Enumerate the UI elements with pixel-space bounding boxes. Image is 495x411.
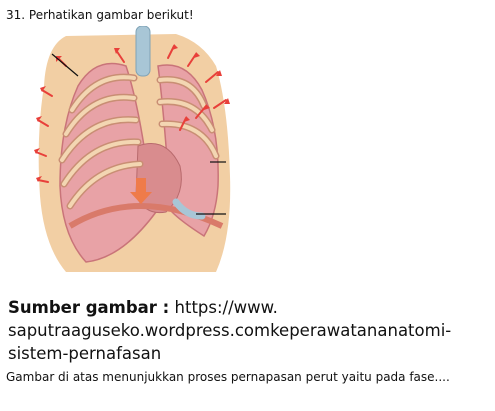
source-label: Sumber gambar : <box>8 298 170 317</box>
question-heading: 31. Perhatikan gambar berikut! <box>6 8 194 22</box>
expansion-arrow-heads <box>34 44 230 182</box>
label-pointer-lines <box>51 53 226 215</box>
ribs-right-fill <box>158 77 218 158</box>
ribs-left-fill <box>60 75 142 208</box>
thorax-diagram <box>34 26 231 272</box>
diaphragm-down-arrow <box>130 178 152 204</box>
respiration-illustration <box>26 26 238 276</box>
trachea <box>135 26 151 77</box>
source-url: https://www.​saputraaguseko.wordpress.co… <box>8 298 452 363</box>
bronchus <box>172 198 206 220</box>
question-statement: Gambar di atas menunjukkan proses pernap… <box>6 370 450 384</box>
image-source: Sumber gambar : https://www.​saputraagus… <box>8 296 490 365</box>
